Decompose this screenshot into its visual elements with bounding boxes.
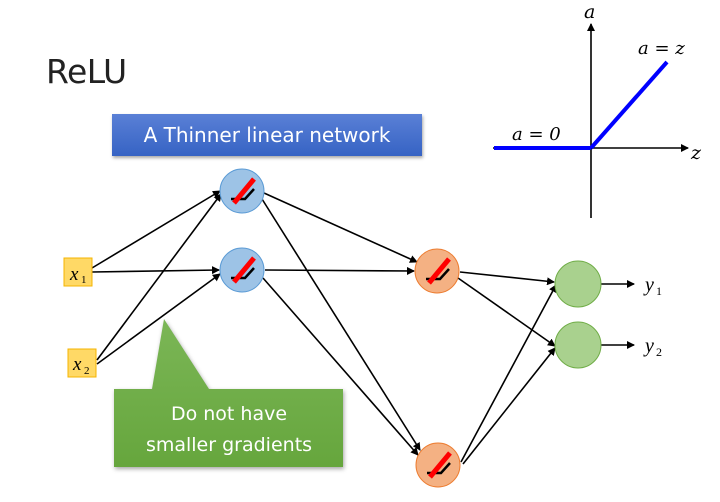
relu-left-label: a = 0 [512,124,561,145]
network-edges [91,190,635,465]
hidden1-neuron-2 [219,247,265,293]
edge [263,192,418,263]
edge [264,266,415,275]
input-x1-var: x [69,264,79,285]
hidden1-neuron-1 [219,168,265,214]
input-x1: x 1 [63,257,93,287]
edge [462,347,556,465]
edge [91,266,220,275]
svg-text:y: y [643,335,654,357]
edge [261,198,421,451]
edge [96,273,221,365]
input-x2-var: x [72,354,82,375]
input-x2: x 2 [67,348,97,378]
relu-y-label: a [584,1,595,23]
edge [459,271,555,286]
gradient-callout: Do not have smaller gradients [114,319,343,467]
edge [91,190,221,269]
hidden2-neuron-1 [414,248,460,294]
output-neuron-1 [554,260,602,308]
input-x2-sub: 2 [84,365,90,377]
thinner-linear-network-banner: A Thinner linear network [112,114,422,156]
relu-linear-segment [589,60,669,150]
relu-x-label: z [690,142,702,164]
svg-text:2: 2 [656,345,662,359]
edge [262,277,419,456]
output-y2-label: y 2 [643,335,662,359]
hidden2-neuron-2 [415,442,461,488]
relu-right-label: a = z [638,38,685,59]
edge [460,284,557,463]
relu-plot: a z a = 0 a = z [493,1,702,218]
callout-line-2: smaller gradients [146,434,312,456]
edge [96,193,222,361]
input-x1-sub: 1 [81,274,87,286]
svg-text:y: y [643,274,654,296]
slide-title: ReLU [46,52,127,91]
output-neuron-2 [554,321,602,369]
edge [457,277,556,347]
svg-text:1: 1 [656,284,662,298]
callout-line-1: Do not have [171,403,287,425]
output-y1-label: y 1 [643,274,662,298]
